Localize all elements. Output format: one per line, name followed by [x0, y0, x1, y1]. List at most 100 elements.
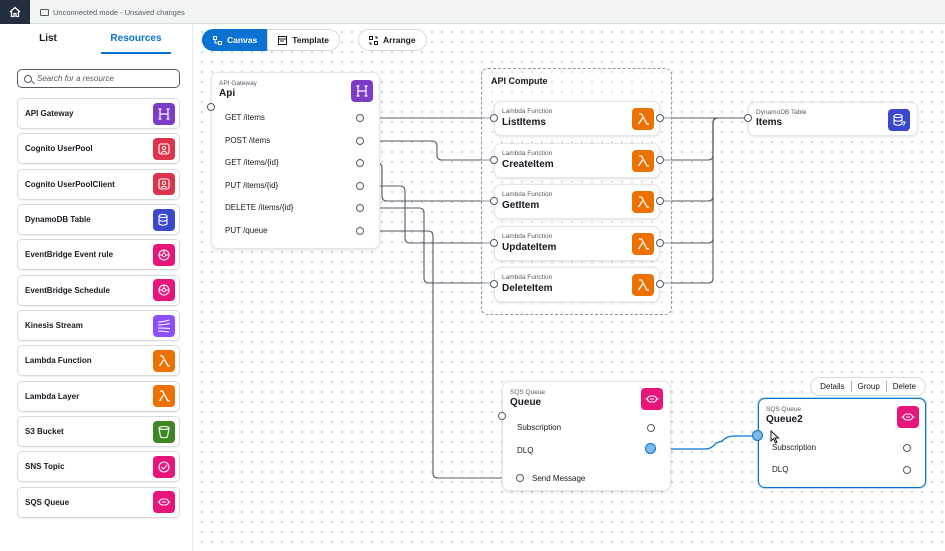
view-toggle: Canvas Template: [202, 29, 340, 51]
cognito-icon: [153, 173, 175, 196]
resource-label: DynamoDB Table: [25, 215, 91, 225]
tab-resources[interactable]: Resources: [101, 32, 171, 54]
resource-label: Lambda Layer: [25, 391, 80, 401]
home-icon: [9, 6, 21, 18]
canvas-button[interactable]: Canvas: [202, 29, 268, 51]
queue2-node[interactable]: SQS Queue Queue2 Subscription DLQ: [758, 398, 926, 488]
template-button[interactable]: Template: [267, 29, 340, 51]
group-button[interactable]: Group: [857, 382, 880, 391]
function-input-port[interactable]: [490, 197, 498, 205]
queue2-dlq-port[interactable]: [903, 466, 911, 474]
resource-label: API Gateway: [25, 109, 74, 118]
tab-list[interactable]: List: [39, 33, 57, 44]
node-name: Api: [219, 88, 236, 99]
api-gateway-icon: [351, 80, 373, 102]
dynamodb-icon: [888, 109, 910, 131]
resource-label: SQS Queue: [25, 497, 70, 507]
function-output-port[interactable]: [656, 156, 664, 164]
search-input[interactable]: [37, 74, 167, 83]
api-input-port[interactable]: [207, 103, 215, 111]
node-type-label: DynamoDB Table: [756, 109, 807, 116]
queue-dlq-label: DLQ: [517, 446, 534, 455]
queue-subscription-port[interactable]: [647, 424, 655, 432]
resource-item[interactable]: EventBridge Schedule: [17, 274, 180, 306]
resource-label: Cognito UserPoolClient: [25, 179, 115, 189]
lambda-icon: [632, 233, 654, 255]
api-route-port[interactable]: [356, 204, 364, 212]
details-button[interactable]: Details: [820, 382, 845, 391]
api-route-port[interactable]: [356, 182, 364, 190]
function-input-port[interactable]: [490, 280, 498, 288]
search-box[interactable]: [17, 69, 180, 88]
dynamodb-table-node[interactable]: DynamoDB Table Items: [748, 102, 918, 136]
node-name: Queue2: [766, 414, 803, 425]
resource-item[interactable]: EventBridge Event rule: [17, 239, 180, 271]
unconnected-mode-icon: [40, 8, 49, 16]
api-route-port[interactable]: [356, 159, 364, 167]
api-route-port[interactable]: [356, 114, 364, 122]
queue-send-message-port[interactable]: [516, 474, 524, 482]
resource-item[interactable]: Cognito UserPool: [17, 133, 180, 165]
queue-node[interactable]: SQS Queue Queue Subscription DLQ Send Me…: [502, 381, 671, 491]
queue-dlq-port[interactable]: [645, 443, 656, 454]
queue2-dlq-label: DLQ: [772, 465, 789, 474]
api-route-label: GET /items/{id}: [225, 158, 279, 167]
function-output-port[interactable]: [656, 197, 664, 205]
arrange-button-label: Arrange: [383, 35, 416, 45]
resource-item[interactable]: DynamoDB Table: [17, 204, 180, 236]
function-input-port[interactable]: [490, 239, 498, 247]
resource-label: Cognito UserPool: [25, 144, 93, 154]
resource-item[interactable]: Cognito UserPoolClient: [17, 168, 180, 200]
function-output-port[interactable]: [656, 239, 664, 247]
home-button[interactable]: [0, 0, 30, 24]
delete-button[interactable]: Delete: [892, 382, 916, 391]
node-type-label: Lambda Function: [502, 108, 553, 115]
node-type-label: Lambda Function: [502, 233, 553, 240]
sqs-icon: [153, 491, 175, 514]
lambda-icon: [632, 150, 654, 172]
node-type-label: SQS Queue: [510, 389, 546, 396]
table-input-port[interactable]: [744, 114, 752, 122]
api-route-port[interactable]: [356, 227, 364, 235]
mouse-cursor-icon: [770, 430, 780, 444]
resource-item[interactable]: Lambda Layer: [17, 380, 180, 412]
resource-item[interactable]: SNS Topic: [17, 451, 180, 483]
resource-label: Lambda Function: [25, 356, 92, 366]
template-button-label: Template: [292, 35, 329, 45]
resource-item[interactable]: Kinesis Stream: [17, 310, 180, 342]
arrange-button[interactable]: Arrange: [358, 29, 427, 51]
resource-item[interactable]: Lambda Function: [17, 345, 180, 377]
node-name: CreateItem: [502, 159, 554, 170]
group-title: API Compute: [491, 76, 548, 86]
eventbridge-icon: [153, 279, 175, 302]
queue2-input-port[interactable]: [752, 430, 763, 441]
node-type-label: Lambda Function: [502, 150, 553, 157]
dynamodb-icon: [153, 208, 175, 231]
function-input-port[interactable]: [490, 114, 498, 122]
sqs-icon: [641, 388, 663, 410]
node-name: GetItem: [502, 200, 540, 211]
resource-label: S3 Bucket: [25, 427, 64, 437]
api-route-port[interactable]: [356, 137, 364, 145]
api-route-label: PUT /items/{id}: [225, 181, 279, 190]
queue2-subscription-port[interactable]: [903, 444, 911, 452]
resource-item[interactable]: SQS Queue: [17, 486, 180, 518]
function-output-port[interactable]: [656, 280, 664, 288]
search-icon: [24, 74, 32, 83]
resource-item[interactable]: S3 Bucket: [17, 416, 180, 448]
queue-input-port[interactable]: [498, 412, 506, 420]
api-route-label: DELETE /items/{id}: [225, 203, 294, 212]
resource-label: Kinesis Stream: [25, 321, 83, 331]
resource-item[interactable]: API Gateway: [17, 98, 180, 129]
connection-status: Unconnected mode - Unsaved changes: [40, 0, 185, 24]
function-output-port[interactable]: [656, 114, 664, 122]
s3-icon: [153, 420, 175, 443]
function-input-port[interactable]: [490, 156, 498, 164]
resource-label: EventBridge Event rule: [25, 250, 114, 260]
